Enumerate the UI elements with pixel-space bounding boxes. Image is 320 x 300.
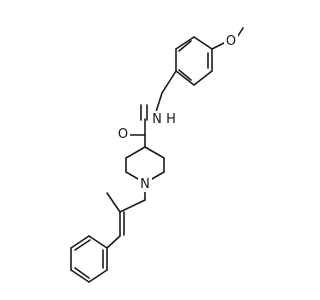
atom-o-methoxy: O — [224, 33, 238, 49]
svg-text:H: H — [166, 112, 176, 127]
svg-text:O: O — [226, 34, 236, 49]
atom-n-amide: N — [150, 111, 164, 127]
atom-n-piperidine: N — [138, 176, 152, 192]
atom-o-carbonyl: O — [116, 126, 130, 142]
atom-h-amide: H — [164, 111, 178, 127]
svg-text:O: O — [118, 127, 128, 142]
atom-labels: O O N H N — [116, 33, 238, 192]
bond-lines — [70, 27, 244, 283]
svg-text:N: N — [140, 177, 150, 192]
molecule-structure: O O N H N — [70, 27, 244, 283]
svg-text:N: N — [152, 112, 162, 127]
